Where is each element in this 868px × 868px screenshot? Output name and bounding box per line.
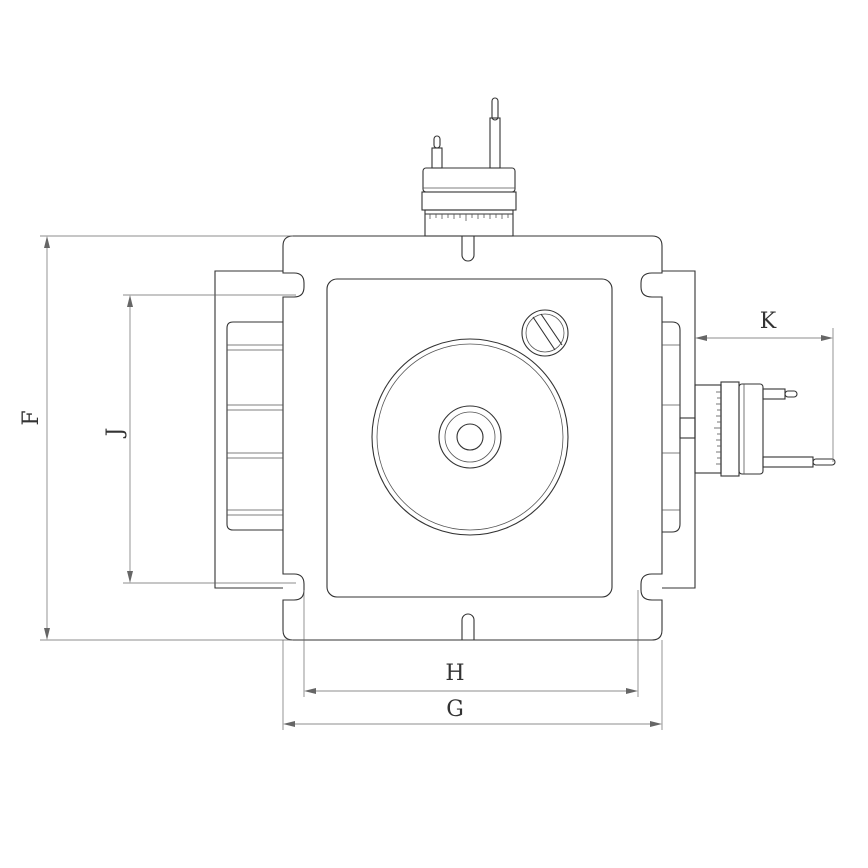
dimension-h bbox=[303, 590, 639, 697]
dimension-j bbox=[123, 294, 296, 584]
base-left bbox=[214, 270, 283, 589]
right-micrometer bbox=[679, 381, 836, 477]
lock-knob bbox=[521, 309, 569, 357]
dimension-label-g: G bbox=[446, 697, 464, 722]
inner-table bbox=[326, 278, 613, 598]
dimension-k bbox=[695, 328, 834, 462]
top-micrometer bbox=[421, 97, 517, 237]
dimension-g bbox=[282, 640, 663, 730]
dimension-label-f: F bbox=[19, 410, 44, 425]
top-plate bbox=[282, 235, 663, 641]
dimension-label-h: H bbox=[445, 661, 464, 686]
dimension-label-k: K bbox=[760, 309, 777, 334]
dimension-label-j: J bbox=[103, 428, 128, 439]
dimension-f bbox=[40, 235, 293, 641]
rotary-stage bbox=[371, 338, 569, 536]
base-right bbox=[662, 270, 696, 589]
